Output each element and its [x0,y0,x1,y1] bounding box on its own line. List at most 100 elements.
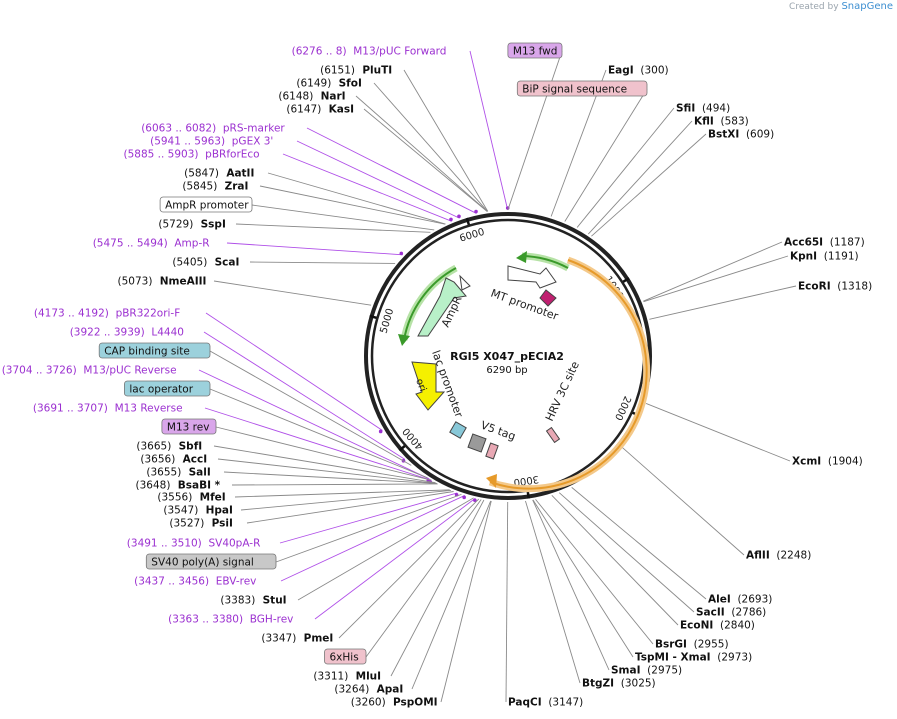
site-label[interactable]: (3556) MfeI [157,492,225,504]
label-position: (3491 .. 3510) [127,538,202,550]
label-text: (3311) MluI [313,671,381,683]
leader-line [203,331,406,460]
site-label[interactable]: AflII (2248) [746,550,811,562]
site-label[interactable]: KpnI (1191) [790,251,859,263]
label-name: AleI [708,594,731,606]
site-label[interactable]: KflI (583) [694,116,749,128]
primer-label[interactable]: (5475 .. 5494) Amp-R [93,238,210,250]
primer-label[interactable]: (6276 .. 8) M13/pUC Forward [292,46,447,58]
primer-label[interactable]: (3363 .. 3380) BGH-rev [168,614,293,626]
site-label[interactable]: (6151) PluTI [320,65,392,77]
label-position: (2248) [770,550,812,562]
primer-label[interactable]: (4173 .. 4192) pBR322ori-F [34,308,180,320]
label-box [507,42,563,59]
label-box [516,80,648,97]
label-name: EagI [608,65,634,77]
label-name: SfoI [331,78,362,90]
primer-label[interactable]: (5941 .. 5963) pGEX 3' [150,136,273,148]
label-text: SfiI (494) [676,103,730,115]
site-label[interactable]: (3311) MluI [313,671,381,683]
primer-label[interactable]: (6063 .. 6082) pRS-marker [141,123,285,135]
label-box-text: lac operator [129,384,193,396]
lac-operator-feature [449,421,467,439]
site-label[interactable]: EagI (300) [608,65,669,77]
site-label[interactable]: (3655) SalI [146,467,210,479]
feature-box-label[interactable]: lac operator [124,380,211,397]
feature-box-label[interactable]: M13 rev [161,418,217,435]
label-name: AflII [746,550,770,562]
site-label[interactable]: (6149) SfoI [296,78,361,90]
primer-label[interactable]: (3691 .. 3707) M13 Reverse [33,403,183,415]
site-label[interactable]: (5729) SspI [158,219,225,231]
site-label[interactable]: (3260) PspOMI [351,697,438,709]
site-label[interactable]: SacII (2786) [696,607,766,619]
site-label[interactable]: XcmI (1904) [792,456,863,468]
label-text: Acc65I (1187) [784,237,865,249]
leader-lines [198,50,797,703]
label-name: StuI [255,595,286,607]
label-box [324,648,367,665]
leader-line [297,497,474,601]
label-name: BtgZI [582,678,614,690]
primer-label[interactable]: (3704 .. 3726) M13/pUC Reverse [2,365,177,377]
label-position: (300) [634,65,669,77]
label-position: (3260) [351,697,386,709]
site-label[interactable]: (3264) ApaI [334,684,403,696]
leader-line [280,495,465,582]
leader-line [205,312,383,431]
label-name: SmaI [611,665,641,677]
site-label[interactable]: (3547) HpaI [163,505,233,517]
site-label[interactable]: (3527) PsiI [169,518,233,530]
site-label[interactable]: BsrGI (2955) [655,639,729,651]
site-label[interactable]: (3665) SbfI [136,441,202,453]
feature-box-label[interactable]: 6xHis [324,648,367,665]
label-text: (3704 .. 3726) M13/pUC Reverse [2,365,177,377]
label-name: SspI [193,219,226,231]
site-label[interactable]: BstXI (609) [708,129,774,141]
primer-marker [473,498,477,503]
leader-line [355,95,488,212]
site-label[interactable]: (3383) StuI [220,595,286,607]
site-label[interactable]: EcoRI (1318) [798,281,872,293]
primer-label[interactable]: (3922 .. 3939) L4440 [70,327,184,339]
site-label[interactable]: BtgZI (3025) [582,678,656,690]
feature-box-label[interactable]: AmpR promoter [159,196,253,213]
label-text: (3264) ApaI [334,684,403,696]
site-label[interactable]: (5073) NmeAIII [118,276,207,288]
leader-line [314,497,476,620]
site-label[interactable]: TspMI - XmaI (2973) [635,652,752,664]
leader-line [373,82,488,212]
site-label[interactable]: EcoNI (2840) [680,620,755,632]
label-text: (3383) StuI [220,595,286,607]
green-arc-top-halo [521,252,570,272]
site-label[interactable]: PaqCI (3147) [508,697,583,709]
feature-box-label[interactable]: CAP binding site [98,342,211,359]
site-label[interactable]: (5845) ZraI [182,181,248,193]
site-label[interactable]: (6147) KasI [286,104,354,116]
site-label[interactable]: (6148) NarI [278,91,345,103]
site-label[interactable]: Acc65I (1187) [784,237,865,249]
site-label[interactable]: (3648) BsaBI * [136,480,221,492]
label-box-text: BiP signal sequence [522,84,627,96]
feature-box-label[interactable]: M13 fwd [507,42,563,59]
site-label[interactable]: SfiI (494) [676,103,730,115]
feature-box-label[interactable]: SV40 poly(A) signal [145,553,277,570]
site-label[interactable]: (3347) PmeI [261,633,333,645]
label-position: (6151) [320,65,355,77]
label-name: ScaI [207,257,239,269]
site-label[interactable]: (5847) AatII [184,168,254,180]
label-box-text: 6xHis [330,652,359,664]
label-text: BstXI (609) [708,129,774,141]
site-label[interactable]: SmaI (2975) [611,665,682,677]
site-label[interactable]: AleI (2693) [708,594,772,606]
primer-label[interactable]: (3437 .. 3456) EBV-rev [134,576,256,588]
label-box [145,553,277,570]
mt-promoter-arrow [507,265,557,289]
primer-label[interactable]: (3491 .. 3510) SV40pA-R [127,538,261,550]
site-label[interactable]: (3656) AccI [140,454,207,466]
feature-box-label[interactable]: BiP signal sequence [516,80,648,97]
site-label[interactable]: (5405) ScaI [172,257,239,269]
label-text: AflII (2248) [746,550,811,562]
label-text: TspMI - XmaI (2973) [635,652,752,664]
primer-label[interactable]: (5885 .. 5903) pBRforEco [124,149,260,161]
